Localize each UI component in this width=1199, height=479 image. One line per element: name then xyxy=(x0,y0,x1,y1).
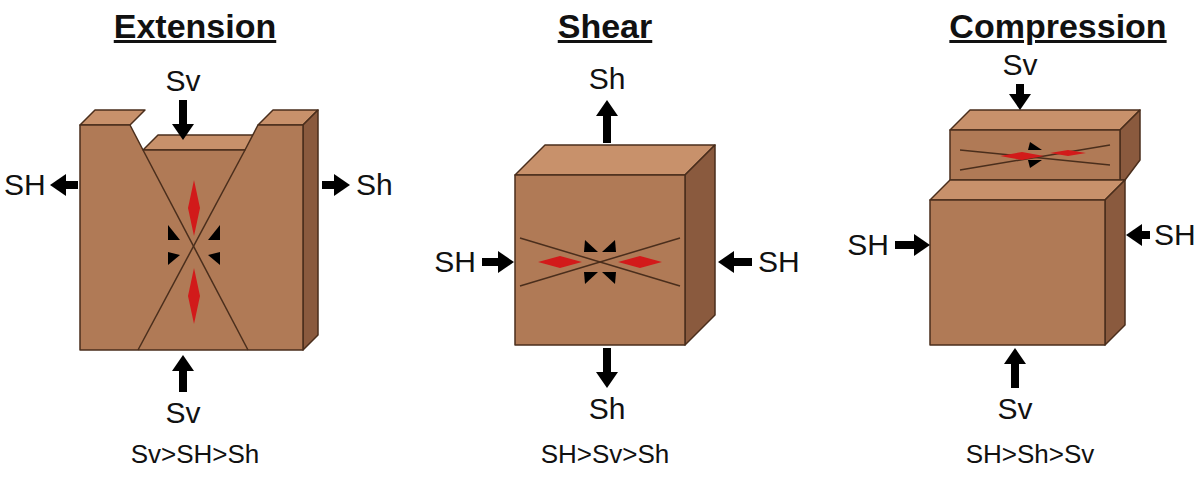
stress-order: SH>Sv>Sh xyxy=(541,440,670,469)
stress-label: Sh xyxy=(589,62,626,95)
panel-title: Extension xyxy=(114,8,276,45)
stress-label: SH xyxy=(758,245,800,278)
stress-label: SH xyxy=(4,168,46,201)
stress-label: Sh xyxy=(356,168,393,201)
stress-label: SH xyxy=(847,228,889,261)
stress-label: Sv xyxy=(997,392,1032,425)
stress-label: Sv xyxy=(165,396,200,429)
panel-title: Compression xyxy=(949,8,1166,45)
stress-order: Sv>SH>Sh xyxy=(131,440,260,469)
stress-label: Sv xyxy=(1002,48,1037,81)
stress-label: SH xyxy=(434,245,476,278)
stress-label: Sv xyxy=(165,64,200,97)
stress-label: SH xyxy=(1154,218,1196,251)
stress-order: SH>Sh>Sv xyxy=(966,440,1095,469)
stress-label: Sh xyxy=(589,392,626,425)
panel-title: Shear xyxy=(558,8,653,45)
